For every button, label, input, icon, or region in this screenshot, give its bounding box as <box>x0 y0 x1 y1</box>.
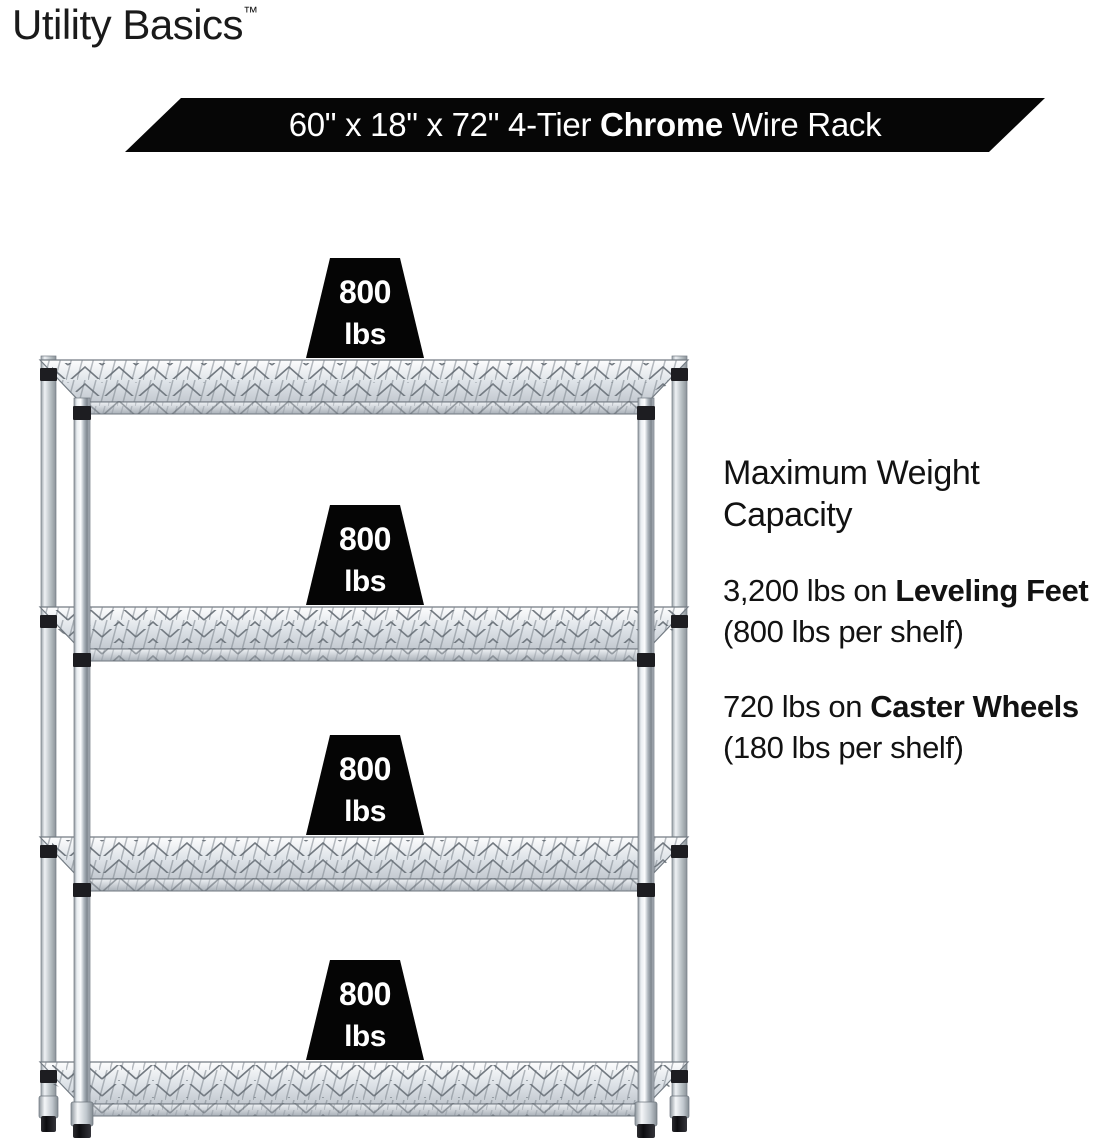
leveling-foot-front-left <box>70 1101 94 1138</box>
weight-badge-unit: lbs <box>344 1020 386 1053</box>
title-banner: 60" x 18" x 72" 4-Tier Chrome Wire Rack <box>125 98 1045 152</box>
wire-rack-illustration <box>0 230 720 1138</box>
caster-total: 720 lbs <box>723 689 821 724</box>
leveling-label: Leveling Feet <box>895 573 1089 608</box>
caster-per-shelf: 180 lbs per shelf <box>732 730 954 765</box>
leveling-foot-front-right <box>634 1101 658 1138</box>
leveling-per-shelf: 800 lbs per shelf <box>732 614 954 649</box>
post-back-left <box>40 355 57 1102</box>
shelf-tier-1 <box>38 359 690 415</box>
post-front-left <box>73 397 91 1109</box>
trademark-symbol: ™ <box>243 4 259 21</box>
leveling-foot-back-left <box>38 1095 59 1132</box>
banner-tier: 4-Tier <box>508 106 592 143</box>
banner-material: Chrome <box>600 106 723 143</box>
spec-caster-wheels: 720 lbs on Caster Wheels (180 lbs per sh… <box>723 689 1079 765</box>
spec-copy-block: Maximum Weight Capacity 3,200 lbs on Lev… <box>723 452 1120 768</box>
title-banner-text: 60" x 18" x 72" 4-Tier Chrome Wire Rack <box>125 98 1045 152</box>
weight-badge-unit: lbs <box>344 565 386 598</box>
spec-heading-line2: Capacity <box>723 496 853 534</box>
banner-dimensions: 60" x 18" x 72" <box>288 106 500 143</box>
leveling-total: 3,200 lbs <box>723 573 846 608</box>
weight-badge-number: 800 <box>339 751 391 787</box>
post-front-right <box>637 397 655 1109</box>
brand-wordmark: Utility Basics™ <box>12 1 259 48</box>
brand-name: Utility Basics <box>12 1 244 48</box>
weight-badge-number: 800 <box>339 521 391 557</box>
shelf-tier-2 <box>38 606 690 662</box>
weight-badge-number: 800 <box>339 274 391 310</box>
weight-badge-unit: lbs <box>344 795 386 828</box>
banner-product: Wire Rack <box>731 106 882 143</box>
spec-heading-line1: Maximum Weight <box>723 454 980 492</box>
shelf-tier-3 <box>38 836 690 892</box>
shelf-tier-4 <box>38 1061 690 1117</box>
weight-badge-unit: lbs <box>344 318 386 351</box>
spec-leveling-feet: 3,200 lbs on Leveling Feet (800 lbs per … <box>723 573 1089 649</box>
spec-heading: Maximum Weight Capacity <box>723 452 1120 536</box>
leveling-foot-back-right <box>669 1095 690 1132</box>
caster-label: Caster Wheels <box>870 689 1079 724</box>
weight-badge-number: 800 <box>339 976 391 1012</box>
post-back-right <box>671 355 688 1102</box>
